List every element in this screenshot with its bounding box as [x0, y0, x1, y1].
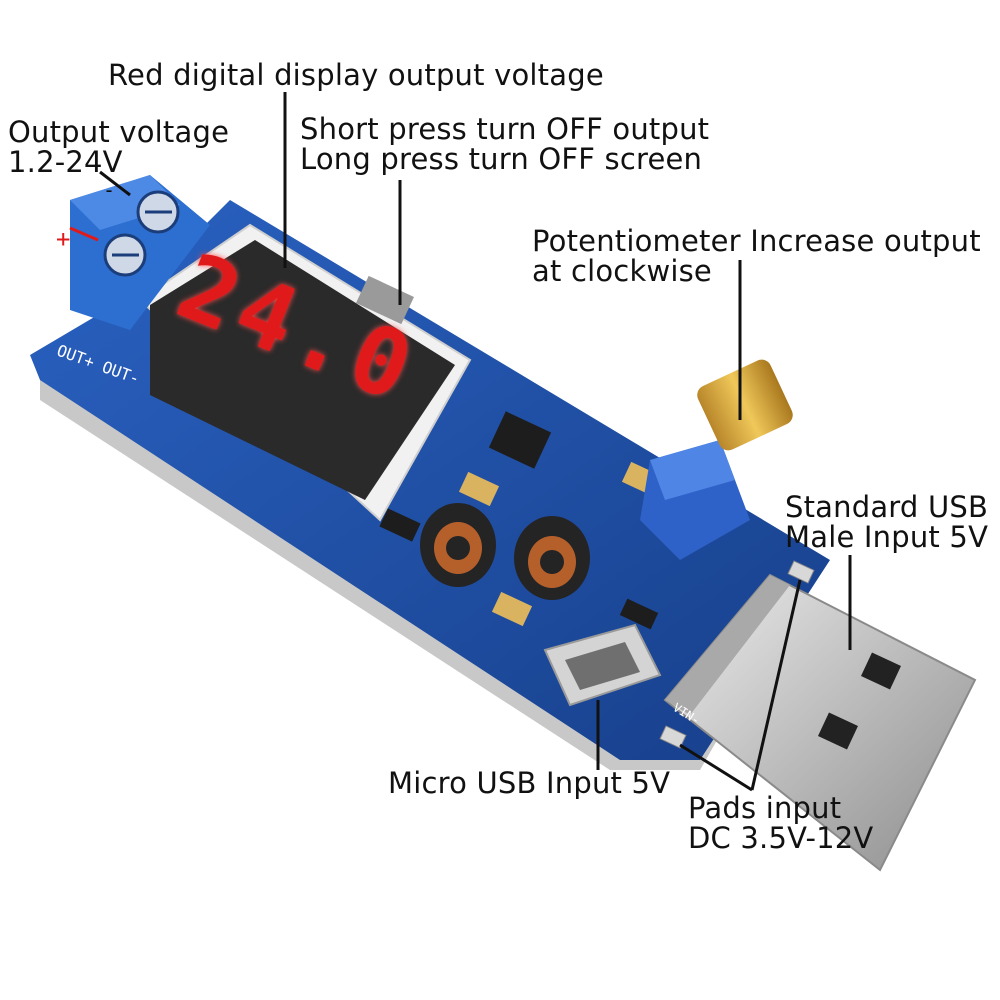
potentiometer: [640, 359, 793, 560]
callout-output-line2: 1.2-24V: [8, 145, 123, 179]
callout-usb-male-line1: Standard USB: [785, 490, 989, 524]
leader-lines: [99, 92, 852, 792]
callout-pot-line1: Potentiometer Increase output: [532, 224, 981, 258]
diode-d3: [379, 508, 421, 542]
callout-pot-line2: at clockwise: [532, 254, 712, 288]
leader-pads-2: [750, 579, 802, 791]
smd-resistor: [619, 598, 659, 630]
polarity-plus: +: [56, 225, 71, 253]
callout-button-line1: Short press turn OFF output: [300, 112, 710, 146]
callout-button: Short press turn OFF output Long press t…: [300, 114, 709, 174]
ic-chip: [488, 411, 552, 469]
inductor-right: [514, 516, 590, 600]
usb-male-connector: [663, 573, 977, 872]
callout-display: Red digital display output voltage: [108, 60, 604, 90]
leader-output: [99, 170, 131, 197]
callout-output: Output voltage 1.2-24V: [8, 117, 229, 177]
callout-pads-line1: Pads input: [688, 791, 842, 825]
display-face: [150, 240, 455, 500]
screw-terminal: [70, 175, 210, 330]
capacitor-c2: [491, 591, 533, 627]
callout-usb-male: Standard USB Male Input 5V: [785, 492, 988, 552]
callout-micro-usb: Micro USB Input 5V: [388, 768, 670, 798]
callout-pot: Potentiometer Increase output at clockwi…: [532, 226, 981, 286]
callout-display-line1: Red digital display output voltage: [108, 58, 604, 92]
micro-usb-port: [543, 623, 662, 707]
polarity-minus: -: [103, 178, 116, 202]
button-tact: [356, 275, 414, 325]
callout-micro-usb-line1: Micro USB Input 5V: [388, 766, 671, 800]
pad-vin-plus: [787, 560, 815, 584]
capacitor-c8: [458, 471, 500, 507]
callout-pads-line2: DC 3.5V-12V: [688, 821, 874, 855]
leader-pads-1: [679, 743, 753, 792]
callout-button-line2: Long press turn OFF screen: [300, 142, 703, 176]
plus-lead: [69, 226, 99, 242]
callout-pads: Pads input DC 3.5V-12V: [688, 793, 873, 853]
pad-vin-minus: [659, 725, 687, 749]
inductor-left: [420, 503, 496, 587]
callout-usb-male-line2: Male Input 5V: [785, 520, 989, 554]
callout-output-line1: Output voltage: [8, 115, 230, 149]
